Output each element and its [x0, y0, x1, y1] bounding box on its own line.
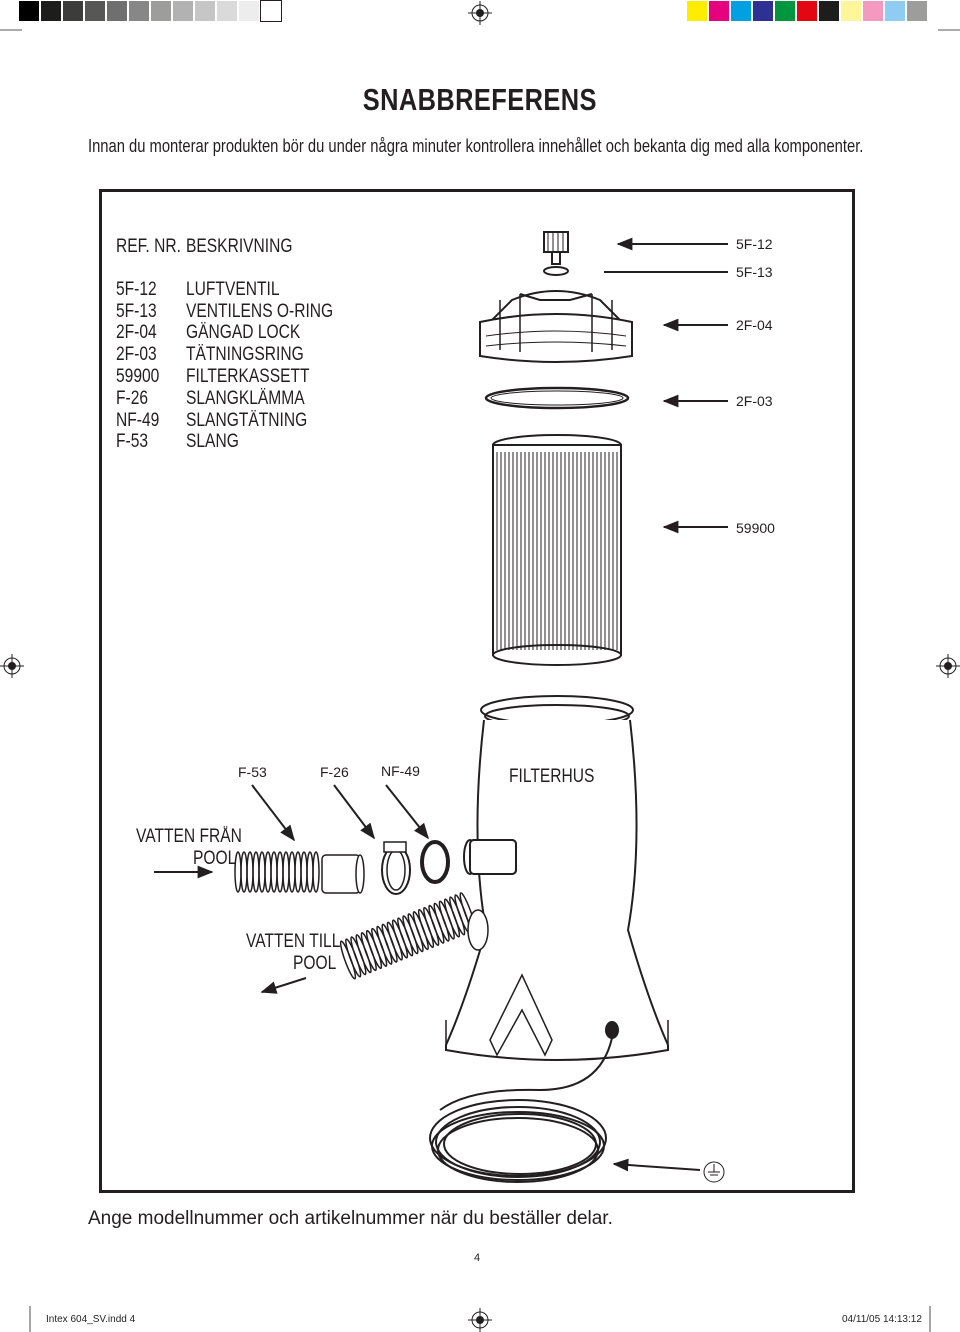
intro-text: Innan du monterar produkten bör du under… [88, 136, 864, 156]
gray-swatch [18, 0, 40, 22]
color-swatch-bar [686, 0, 928, 22]
color-swatch [708, 0, 730, 22]
filter-housing-icon [445, 695, 669, 1061]
hose-clamp-icon [381, 841, 411, 895]
order-note: Ange modellnummer och artikelnummer när … [88, 1208, 613, 1229]
registration-mark-icon [0, 654, 24, 678]
color-swatch [796, 0, 818, 22]
label-water-from-pool-1: VATTEN FRÅN [136, 826, 242, 847]
gray-swatch [62, 0, 84, 22]
registration-mark-icon [468, 1308, 492, 1332]
label-water-to-pool-2: POOL [293, 953, 337, 974]
callout-f26: F-26 [320, 764, 349, 780]
sealing-ring-icon [484, 386, 630, 410]
callout-2f04: 2F-04 [736, 317, 773, 333]
label-filterhus: FILTERHUS [509, 766, 595, 787]
gray-swatch [128, 0, 150, 22]
registration-mark-icon [468, 1, 492, 25]
diagram-frame [99, 189, 855, 1193]
gray-swatch [40, 0, 62, 22]
callout-f53: F-53 [238, 764, 267, 780]
gray-swatch [194, 0, 216, 22]
label-water-from-pool-2: POOL [193, 848, 237, 869]
label-water-to-pool-1: VATTEN TILL [246, 931, 341, 952]
ground-symbol-icon [703, 1161, 725, 1183]
power-cord-icon [429, 1037, 613, 1183]
color-swatch [752, 0, 774, 22]
air-valve-icon [543, 231, 569, 265]
header-desc: BESKRIVNING [186, 236, 293, 257]
valve-o-ring-icon [543, 266, 569, 276]
gray-swatch [216, 0, 238, 22]
callout-5f12: 5F-12 [736, 236, 773, 252]
color-swatch [774, 0, 796, 22]
gray-swatch [84, 0, 106, 22]
hose-seal-icon [420, 840, 450, 884]
color-swatch [862, 0, 884, 22]
gray-swatch [106, 0, 128, 22]
color-swatch [884, 0, 906, 22]
gray-swatch [150, 0, 172, 22]
callout-2f03: 2F-03 [736, 393, 773, 409]
callout-nf49: NF-49 [381, 763, 420, 779]
color-swatch [906, 0, 928, 22]
gray-swatch [172, 0, 194, 22]
slug-date: 04/11/05 14:13:12 [842, 1314, 922, 1325]
hose-icon [234, 851, 365, 894]
threaded-lid-icon [479, 290, 633, 363]
color-swatch [686, 0, 708, 22]
outlet-hose-icon [339, 892, 489, 980]
page-number: 4 [474, 1252, 481, 1264]
callout-5f13: 5F-13 [736, 264, 773, 280]
page-title: SNABBREFERENS [362, 82, 598, 117]
color-swatch [840, 0, 862, 22]
grayscale-bar [18, 0, 282, 22]
callout-59900: 59900 [736, 520, 775, 536]
gray-swatch [260, 0, 282, 22]
registration-mark-icon [936, 654, 960, 678]
color-swatch [818, 0, 840, 22]
slug-file: Intex 604_SV.indd 4 [46, 1314, 136, 1325]
header-ref: REF. NR. [116, 236, 181, 257]
gray-swatch [238, 0, 260, 22]
color-swatch [730, 0, 752, 22]
filter-cartridge-icon [492, 434, 622, 666]
